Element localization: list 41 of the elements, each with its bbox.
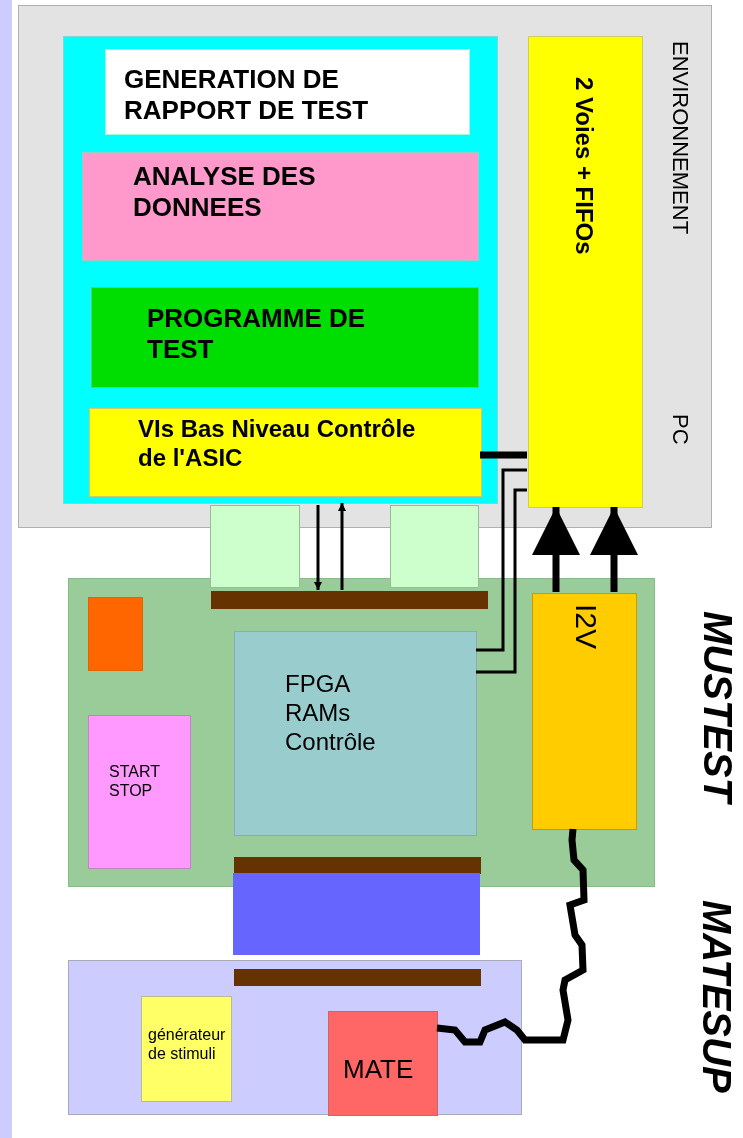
box-label: START STOP — [109, 762, 161, 801]
environment-panel — [18, 5, 712, 528]
box-label: FPGA RAMs Contrôle — [285, 670, 377, 757]
process-box — [328, 1011, 438, 1116]
connector-block — [390, 505, 479, 588]
process-box — [88, 715, 191, 869]
block — [88, 597, 143, 671]
arrow — [314, 505, 322, 590]
support-board — [68, 960, 522, 1115]
cable — [436, 828, 588, 1046]
cable — [480, 451, 527, 459]
process-box — [89, 408, 482, 497]
process-box — [141, 996, 232, 1102]
box-label: générateur de stimuli — [148, 1025, 227, 1064]
arrow — [532, 507, 580, 592]
box-label: GENERATION DE RAPPORT DE TEST — [124, 64, 370, 127]
software-panel — [63, 36, 498, 504]
signal-line — [476, 488, 527, 674]
box-label: PROGRAMME DE TEST — [147, 303, 367, 366]
box-label: MATE — [343, 1054, 414, 1086]
process-box — [91, 287, 479, 388]
acquisition-board — [528, 36, 643, 508]
connector-bar — [234, 969, 481, 986]
process-box — [532, 593, 637, 830]
arrow — [338, 503, 346, 590]
cable-connector — [233, 873, 480, 955]
process-box — [105, 49, 470, 135]
connector-block — [210, 505, 300, 588]
box-label: ANALYSE DES DONNEES — [133, 161, 317, 224]
process-box — [82, 152, 479, 261]
signal-line — [476, 468, 527, 652]
board-heading: MUSTEST — [695, 611, 741, 803]
arrow — [590, 507, 638, 592]
panel-heading: PC — [667, 414, 694, 445]
connector-bar — [211, 591, 488, 609]
panel-heading: ENVIRONNEMENT — [667, 41, 694, 235]
box-label: I2V — [569, 604, 604, 650]
box-label: VIs Bas Niveau Contrôle de l'ASIC — [138, 415, 417, 473]
box-label: 2 Voies + FIFOs — [569, 77, 598, 255]
board-heading: MATESUP — [694, 900, 740, 1093]
process-box — [234, 631, 477, 836]
